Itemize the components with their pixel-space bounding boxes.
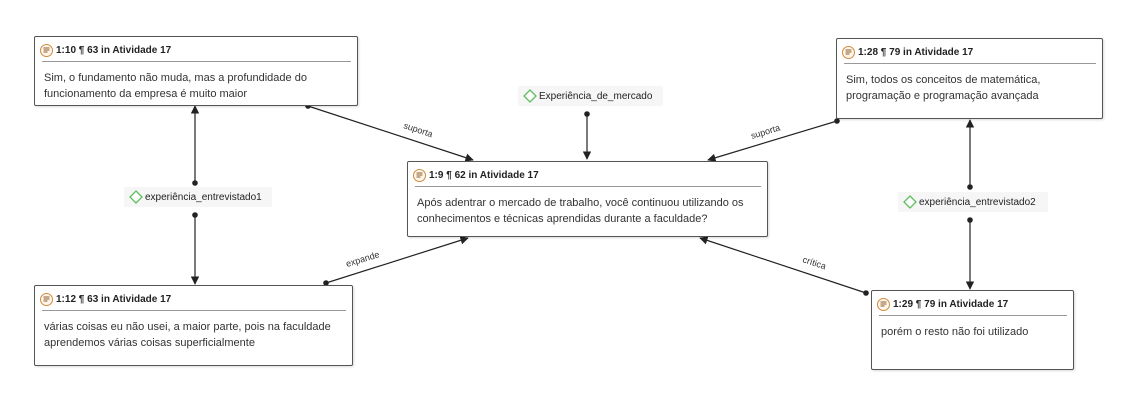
quotation-icon — [413, 168, 426, 182]
edge-suporta-left — [307, 105, 474, 162]
edge-suporta-right — [707, 120, 838, 162]
edge-expande — [325, 236, 469, 284]
quotation-node-1-29[interactable]: 1:29 ¶ 79 in Atividade 17 porém o resto … — [871, 290, 1074, 370]
quotation-text: várias coisas eu não usei, a maior parte… — [44, 321, 331, 349]
quotation-node-1-12[interactable]: 1:12 ¶ 63 in Atividade 17 várias coisas … — [34, 285, 353, 366]
code-node-experiencia-de-mercado[interactable]: Experiência_de_mercado — [518, 86, 663, 106]
quotation-title: 1:29 ¶ 79 in Atividade 17 — [893, 298, 1009, 310]
code-node-experiencia-entrevistado2[interactable]: experiência_entrevistado2 — [898, 192, 1048, 212]
quotation-icon — [40, 292, 53, 306]
edge-critica — [699, 236, 867, 294]
quotation-title: 1:28 ¶ 79 in Atividade 17 — [858, 46, 974, 58]
quotation-node-1-9[interactable]: 1:9 ¶ 62 in Atividade 17 Após adentrar o… — [407, 161, 768, 237]
code-label: experiência_entrevistado1 — [145, 191, 262, 203]
code-diamond-icon — [903, 195, 917, 209]
edge-label-suporta-right: suporta — [750, 123, 782, 141]
edge-label-suporta-left: suporta — [402, 120, 434, 139]
quotation-text: Após adentrar o mercado de trabalho, voc… — [417, 197, 744, 225]
code-label: experiência_entrevistado2 — [919, 196, 1036, 208]
quotation-text: Sim, todos os conceitos de matemática, p… — [846, 74, 1041, 102]
quotation-text: porém o resto não foi utilizado — [881, 326, 1029, 338]
quotation-icon — [842, 45, 855, 59]
quotation-text: Sim, o fundamento não muda, mas a profun… — [44, 72, 307, 100]
edge-label-expande: expande — [345, 249, 381, 269]
quotation-icon — [40, 43, 53, 57]
code-diamond-icon — [523, 89, 537, 103]
quotation-node-1-28[interactable]: 1:28 ¶ 79 in Atividade 17 Sim, todos os … — [836, 38, 1103, 119]
quotation-title: 1:9 ¶ 62 in Atividade 17 — [429, 169, 539, 181]
edge-label-critica: crítica — [801, 254, 827, 271]
quotation-icon — [877, 297, 890, 311]
quotation-title: 1:12 ¶ 63 in Atividade 17 — [56, 293, 172, 305]
code-label: Experiência_de_mercado — [539, 90, 653, 102]
quotation-node-1-10[interactable]: 1:10 ¶ 63 in Atividade 17 Sim, o fundame… — [34, 36, 358, 106]
code-node-experiencia-entrevistado1[interactable]: experiência_entrevistado1 — [124, 187, 272, 207]
code-diamond-icon — [129, 190, 143, 204]
quotation-title: 1:10 ¶ 63 in Atividade 17 — [56, 44, 172, 56]
